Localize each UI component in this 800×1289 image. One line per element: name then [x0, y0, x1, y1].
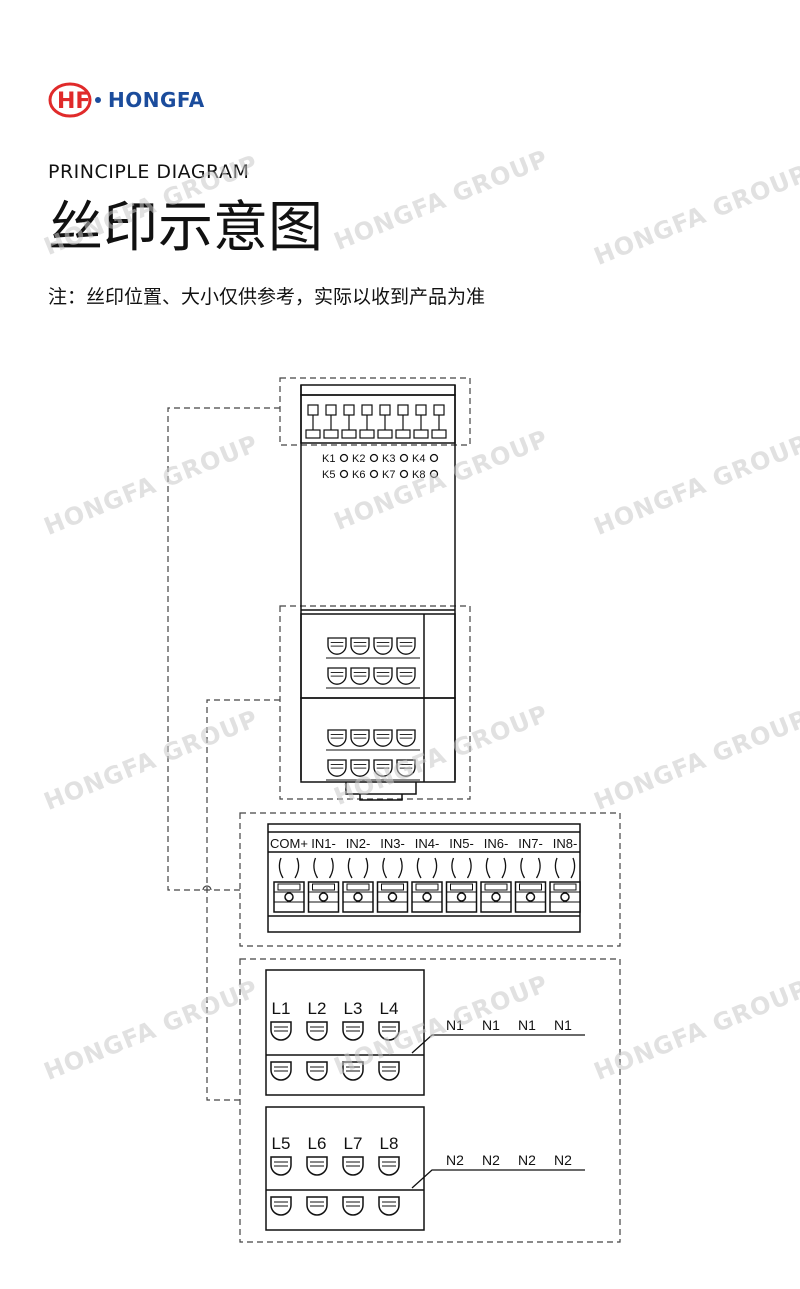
- device-terminal: [350, 759, 370, 777]
- device-terminal: [373, 729, 393, 747]
- hongfa-logo: HF HONGFA: [48, 80, 205, 120]
- device-terminal: [396, 637, 416, 655]
- output-terminal: [342, 1156, 364, 1176]
- header-pin: [415, 404, 427, 416]
- note-text: 注：丝印位置、大小仅供参考，实际以收到产品为准: [48, 286, 486, 308]
- output-terminal: [342, 1021, 364, 1041]
- header-pin: [325, 404, 337, 416]
- output-l-label: L3: [344, 999, 363, 1018]
- output-terminal: [378, 1021, 400, 1041]
- input-terminal: [307, 881, 340, 913]
- led-indicator-icon: [429, 453, 439, 463]
- input-label: IN8-: [553, 836, 578, 851]
- output-terminal: [378, 1156, 400, 1176]
- output-terminal: [270, 1061, 292, 1081]
- page-title: 丝印示意图: [48, 195, 324, 259]
- led-label: K2: [352, 453, 365, 465]
- output-l-label: L8: [380, 1134, 399, 1153]
- led-label: K5: [322, 469, 335, 481]
- led-indicator-icon: [339, 453, 349, 463]
- input-label: IN4-: [415, 836, 440, 851]
- output-terminal: [270, 1021, 292, 1041]
- output-terminal: [270, 1196, 292, 1216]
- output-l-label: L5: [272, 1134, 291, 1153]
- header-pin: [343, 404, 355, 416]
- led-label: K6: [352, 469, 365, 481]
- output-l-label: L6: [308, 1134, 327, 1153]
- led-indicator-icon: [369, 453, 379, 463]
- input-label: IN3-: [380, 836, 405, 851]
- output-n-label: N2: [554, 1152, 572, 1168]
- led-label: K3: [382, 453, 395, 465]
- output-terminal: [378, 1196, 400, 1216]
- output-l-label: L4: [380, 999, 399, 1018]
- header-pin: [361, 404, 373, 416]
- output-l-label: L2: [308, 999, 327, 1018]
- led-indicator-icon: [339, 469, 349, 479]
- output-terminal: [378, 1061, 400, 1081]
- input-label: IN1-: [311, 836, 336, 851]
- brand-name: HONGFA: [108, 88, 205, 112]
- header-pin: [433, 404, 445, 416]
- device-terminal: [327, 637, 347, 655]
- output-terminal: [306, 1156, 328, 1176]
- output-terminal: [306, 1061, 328, 1081]
- hongfa-logo-icon: HF: [48, 82, 101, 118]
- output-terminal: [342, 1061, 364, 1081]
- output-l-label: L1: [272, 999, 291, 1018]
- device-terminal: [396, 759, 416, 777]
- input-label: IN2-: [346, 836, 371, 851]
- output-terminal: [270, 1156, 292, 1176]
- header-pin: [397, 404, 409, 416]
- led-label: K4: [412, 453, 425, 465]
- led-indicator-icon: [369, 469, 379, 479]
- device-terminal: [396, 667, 416, 685]
- header-pin: [307, 404, 319, 416]
- output-terminal: [342, 1196, 364, 1216]
- led-indicator-icon: [429, 469, 439, 479]
- output-n-label: N2: [446, 1152, 464, 1168]
- output-terminal: [306, 1021, 328, 1041]
- device-terminal: [327, 729, 347, 747]
- output-n-label: N1: [482, 1017, 500, 1033]
- header-pin: [379, 404, 391, 416]
- output-n-label: N1: [446, 1017, 464, 1033]
- input-terminal: [549, 881, 581, 913]
- output-l-label: L7: [344, 1134, 363, 1153]
- led-label: K7: [382, 469, 395, 481]
- input-terminal: [342, 881, 374, 913]
- input-terminal: [411, 881, 443, 913]
- input-label: COM+: [270, 836, 308, 851]
- device-terminal: [350, 667, 370, 685]
- device-terminal: [350, 729, 370, 747]
- input-terminal: [376, 881, 409, 913]
- output-n-label: N1: [518, 1017, 536, 1033]
- input-label: IN5-: [449, 836, 474, 851]
- output-n-label: N1: [554, 1017, 572, 1033]
- input-terminal: [514, 881, 547, 913]
- subtitle-en: PRINCIPLE DIAGRAM: [48, 161, 250, 183]
- svg-text:HF: HF: [57, 89, 90, 114]
- output-n-label: N2: [518, 1152, 536, 1168]
- input-label: IN6-: [484, 836, 509, 851]
- led-label: K8: [412, 469, 425, 481]
- output-n-label: N2: [482, 1152, 500, 1168]
- input-terminal: [273, 881, 305, 913]
- device-terminal: [373, 637, 393, 655]
- input-label: IN7-: [518, 836, 543, 851]
- device-terminal: [396, 729, 416, 747]
- led-indicator-icon: [399, 453, 409, 463]
- led-indicator-icon: [399, 469, 409, 479]
- led-label: K1: [322, 453, 335, 465]
- device-terminal: [350, 637, 370, 655]
- device-terminal: [327, 759, 347, 777]
- device-terminal: [373, 667, 393, 685]
- device-terminal: [327, 667, 347, 685]
- device-terminal: [373, 759, 393, 777]
- input-terminal: [480, 881, 512, 913]
- output-terminal: [306, 1196, 328, 1216]
- input-terminal: [445, 881, 478, 913]
